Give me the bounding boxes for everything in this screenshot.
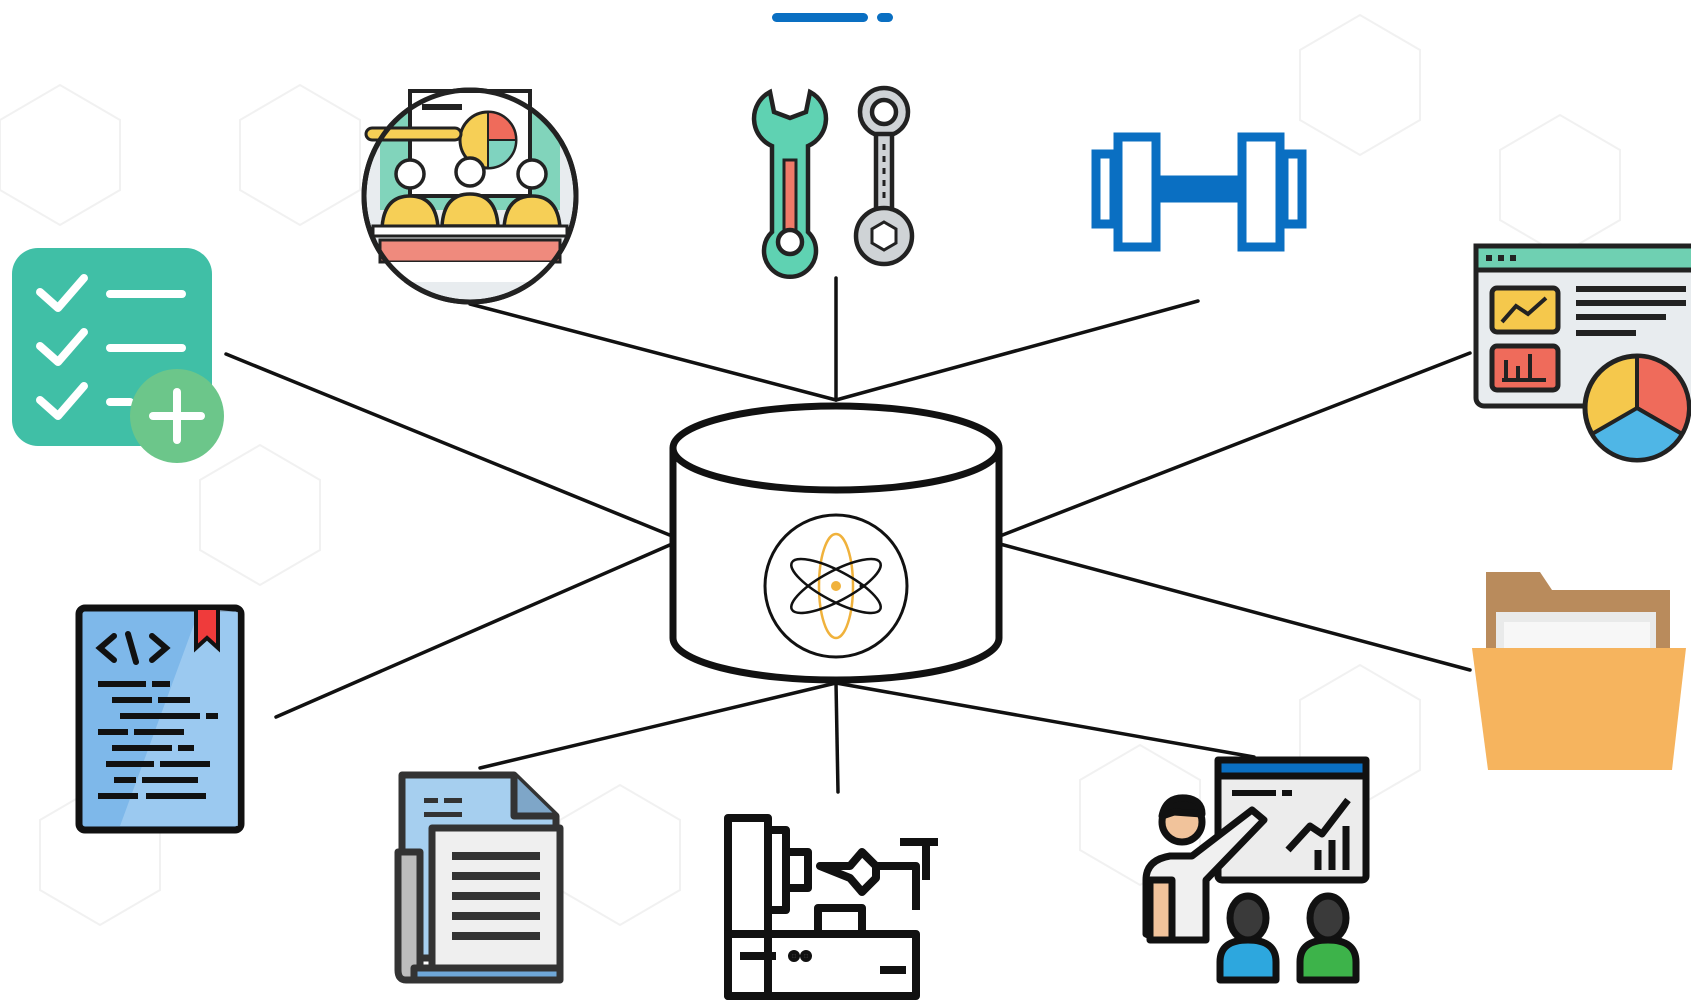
connector-bottom-2 [834, 681, 840, 794]
wrench-tools-icon [751, 85, 915, 280]
connector-bottom-left [274, 542, 674, 719]
cnc-machine-icon [724, 814, 938, 1000]
code-document-icon [75, 604, 245, 834]
connector-right [998, 351, 1472, 538]
top-indicator [772, 13, 893, 22]
connector-lines [224, 276, 1472, 794]
dashboard-analytics-icon [1473, 243, 1691, 463]
connector-left [224, 352, 674, 538]
checklist-add-icon [12, 248, 224, 463]
connector-bottom-3 [834, 681, 1256, 759]
connector-top-left [468, 302, 838, 402]
database-cylinder [669, 402, 1003, 684]
connector-bottom-1 [478, 681, 838, 770]
training-class-icon [1142, 756, 1370, 984]
newspaper-icon [394, 771, 564, 984]
atom-icon [763, 513, 909, 659]
connector-top-right [834, 299, 1200, 402]
dumbbell-icon [1091, 132, 1307, 252]
connector-bottom-right [998, 542, 1472, 672]
team-presentation-icon [361, 87, 579, 305]
folder-icon [1472, 572, 1686, 770]
